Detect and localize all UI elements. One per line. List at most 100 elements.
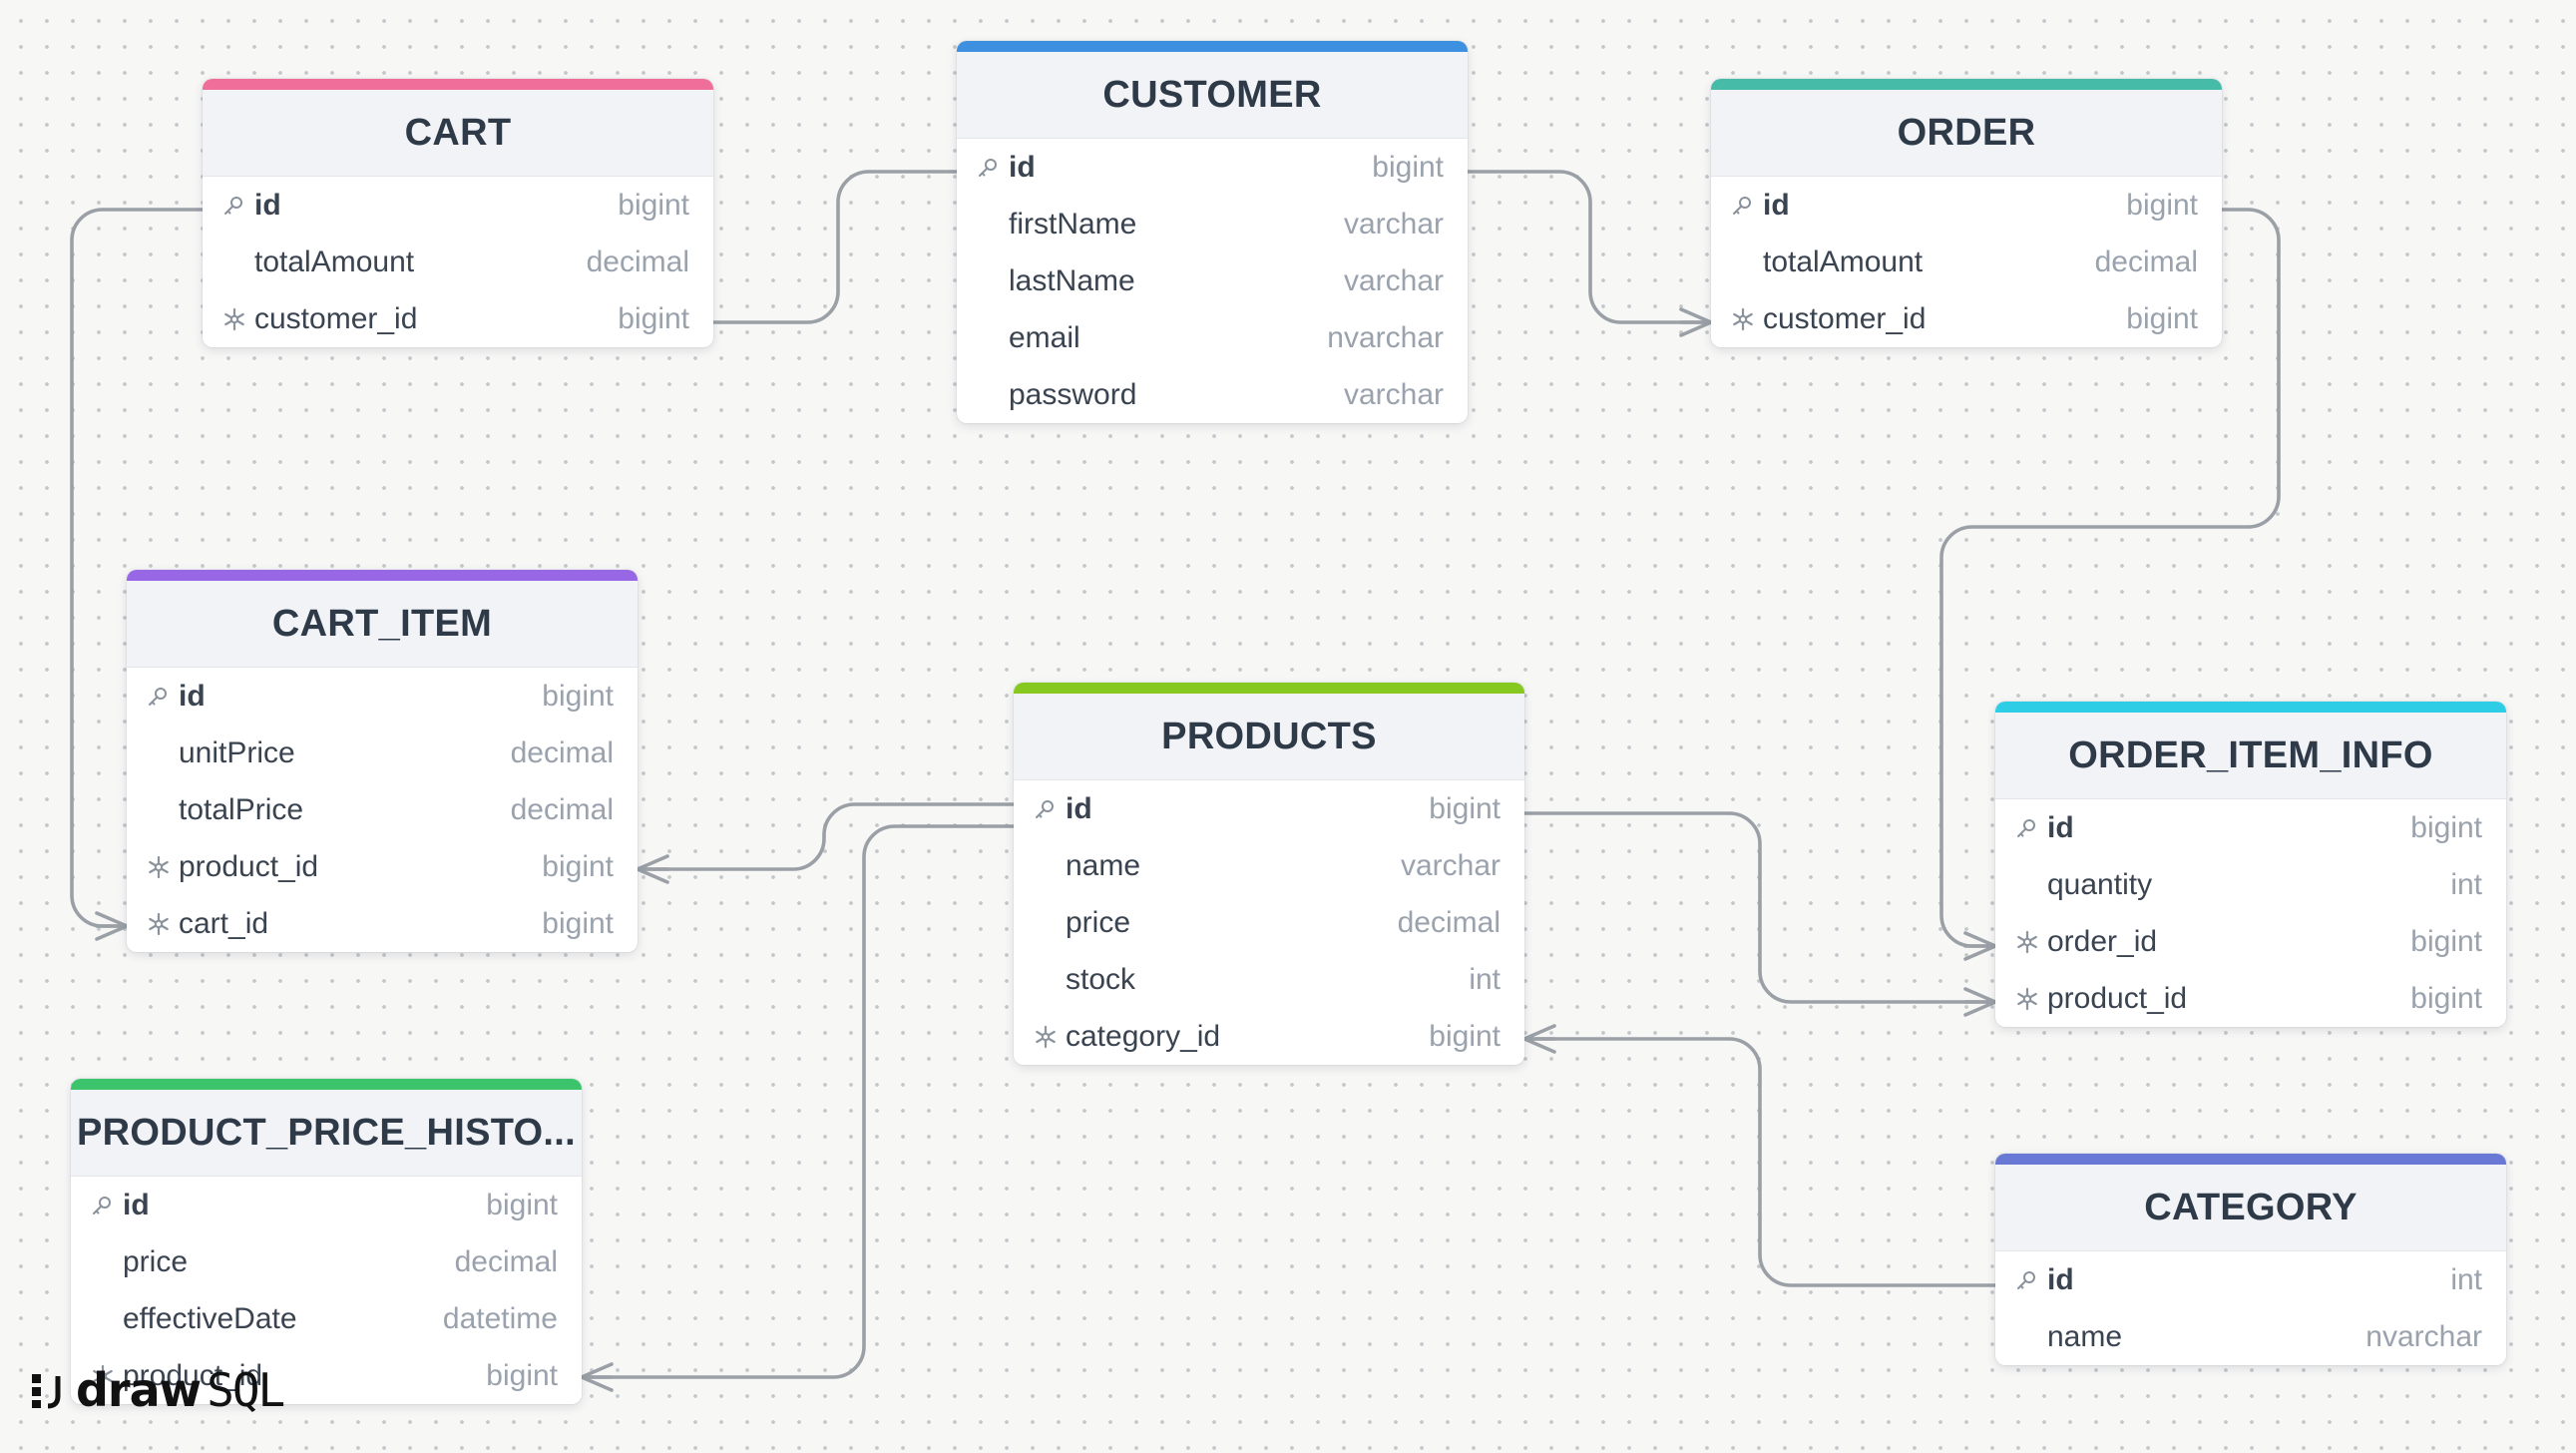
table-title[interactable]: PRODUCTS [1014,694,1524,780]
column-type: int [1469,962,1501,996]
column-row[interactable]: email nvarchar [957,309,1468,366]
crows-foot-icon [1963,987,1997,1017]
column-row[interactable]: id bigint [957,139,1468,196]
table-color-bar [1995,1154,2506,1165]
column-name: totalAmount [254,244,415,278]
column-type: bigint [2410,810,2482,844]
column-name: product_id [2047,981,2188,1015]
column-name: id [1009,150,1036,184]
snowflake-icon [2015,987,2047,1011]
snowflake-icon [91,1364,123,1388]
column-type: bigint [486,1188,558,1221]
snowflake-icon [222,307,254,331]
column-name: effectiveDate [123,1301,297,1335]
column-name: id [123,1188,150,1221]
column-row[interactable]: lastName varchar [957,252,1468,309]
relationship-order_item_info-products[interactable] [1522,811,1997,1004]
table-color-bar [203,79,713,90]
column-name: lastName [1009,263,1135,297]
column-type: bigint [1429,1019,1501,1053]
column-name: id [254,188,281,222]
key-icon [147,686,179,708]
column-name: id [1763,188,1790,222]
column-name: id [179,679,206,713]
relationship-cart-customer[interactable] [711,170,959,324]
column-type: bigint [542,679,614,713]
column-name: price [1066,905,1131,939]
column-name: firstName [1009,207,1137,241]
column-type: int [2450,1262,2482,1296]
relationship-order-customer[interactable] [1466,170,1713,324]
column-type: datetime [442,1301,558,1335]
column-type: nvarchar [2365,1319,2482,1353]
column-type: varchar [1343,263,1444,297]
column-type: bigint [2410,924,2482,958]
column-type: varchar [1343,377,1444,411]
table-title[interactable]: CART [203,90,713,177]
column-type: bigint [486,1358,558,1392]
relationship-pph-products[interactable] [580,824,1016,1379]
crows-foot-icon [580,1362,614,1392]
table-title[interactable]: CUSTOMER [957,52,1468,139]
table-title[interactable]: ORDER [1711,90,2222,177]
column-name: id [1066,791,1092,825]
table-title[interactable]: CATEGORY [1995,1165,2506,1251]
key-icon [977,157,1009,179]
table-product_price_history[interactable]: PRODUCT_PRICE_HISTO...id bigint price decim… [71,1079,582,1404]
relationship-products-category[interactable] [1522,1037,1997,1287]
column-row[interactable]: id bigint [71,1177,582,1233]
table-title[interactable]: PRODUCT_PRICE_HISTO... [71,1090,582,1177]
column-row[interactable]: id bigint [127,668,638,725]
column-type: bigint [2126,301,2198,335]
table-title[interactable]: CART_ITEM [127,581,638,668]
key-icon [1034,798,1066,820]
column-name: email [1009,320,1080,354]
column-type: decimal [510,735,614,769]
column-type: bigint [1372,150,1444,184]
column-type: decimal [454,1244,558,1278]
column-row[interactable]: price decimal [71,1233,582,1290]
table-title[interactable]: ORDER_ITEM_INFO [1995,713,2506,799]
relationship-cart_item-products[interactable] [636,802,1016,871]
column-row[interactable]: effectiveDate datetime [71,1290,582,1347]
column-name: price [123,1244,189,1278]
key-icon [222,195,254,217]
column-type: varchar [1400,848,1501,882]
logo-text-draw: draw [76,1363,202,1417]
column-type: nvarchar [1327,320,1444,354]
column-name: product_id [179,849,319,883]
table-color-bar [1995,702,2506,713]
